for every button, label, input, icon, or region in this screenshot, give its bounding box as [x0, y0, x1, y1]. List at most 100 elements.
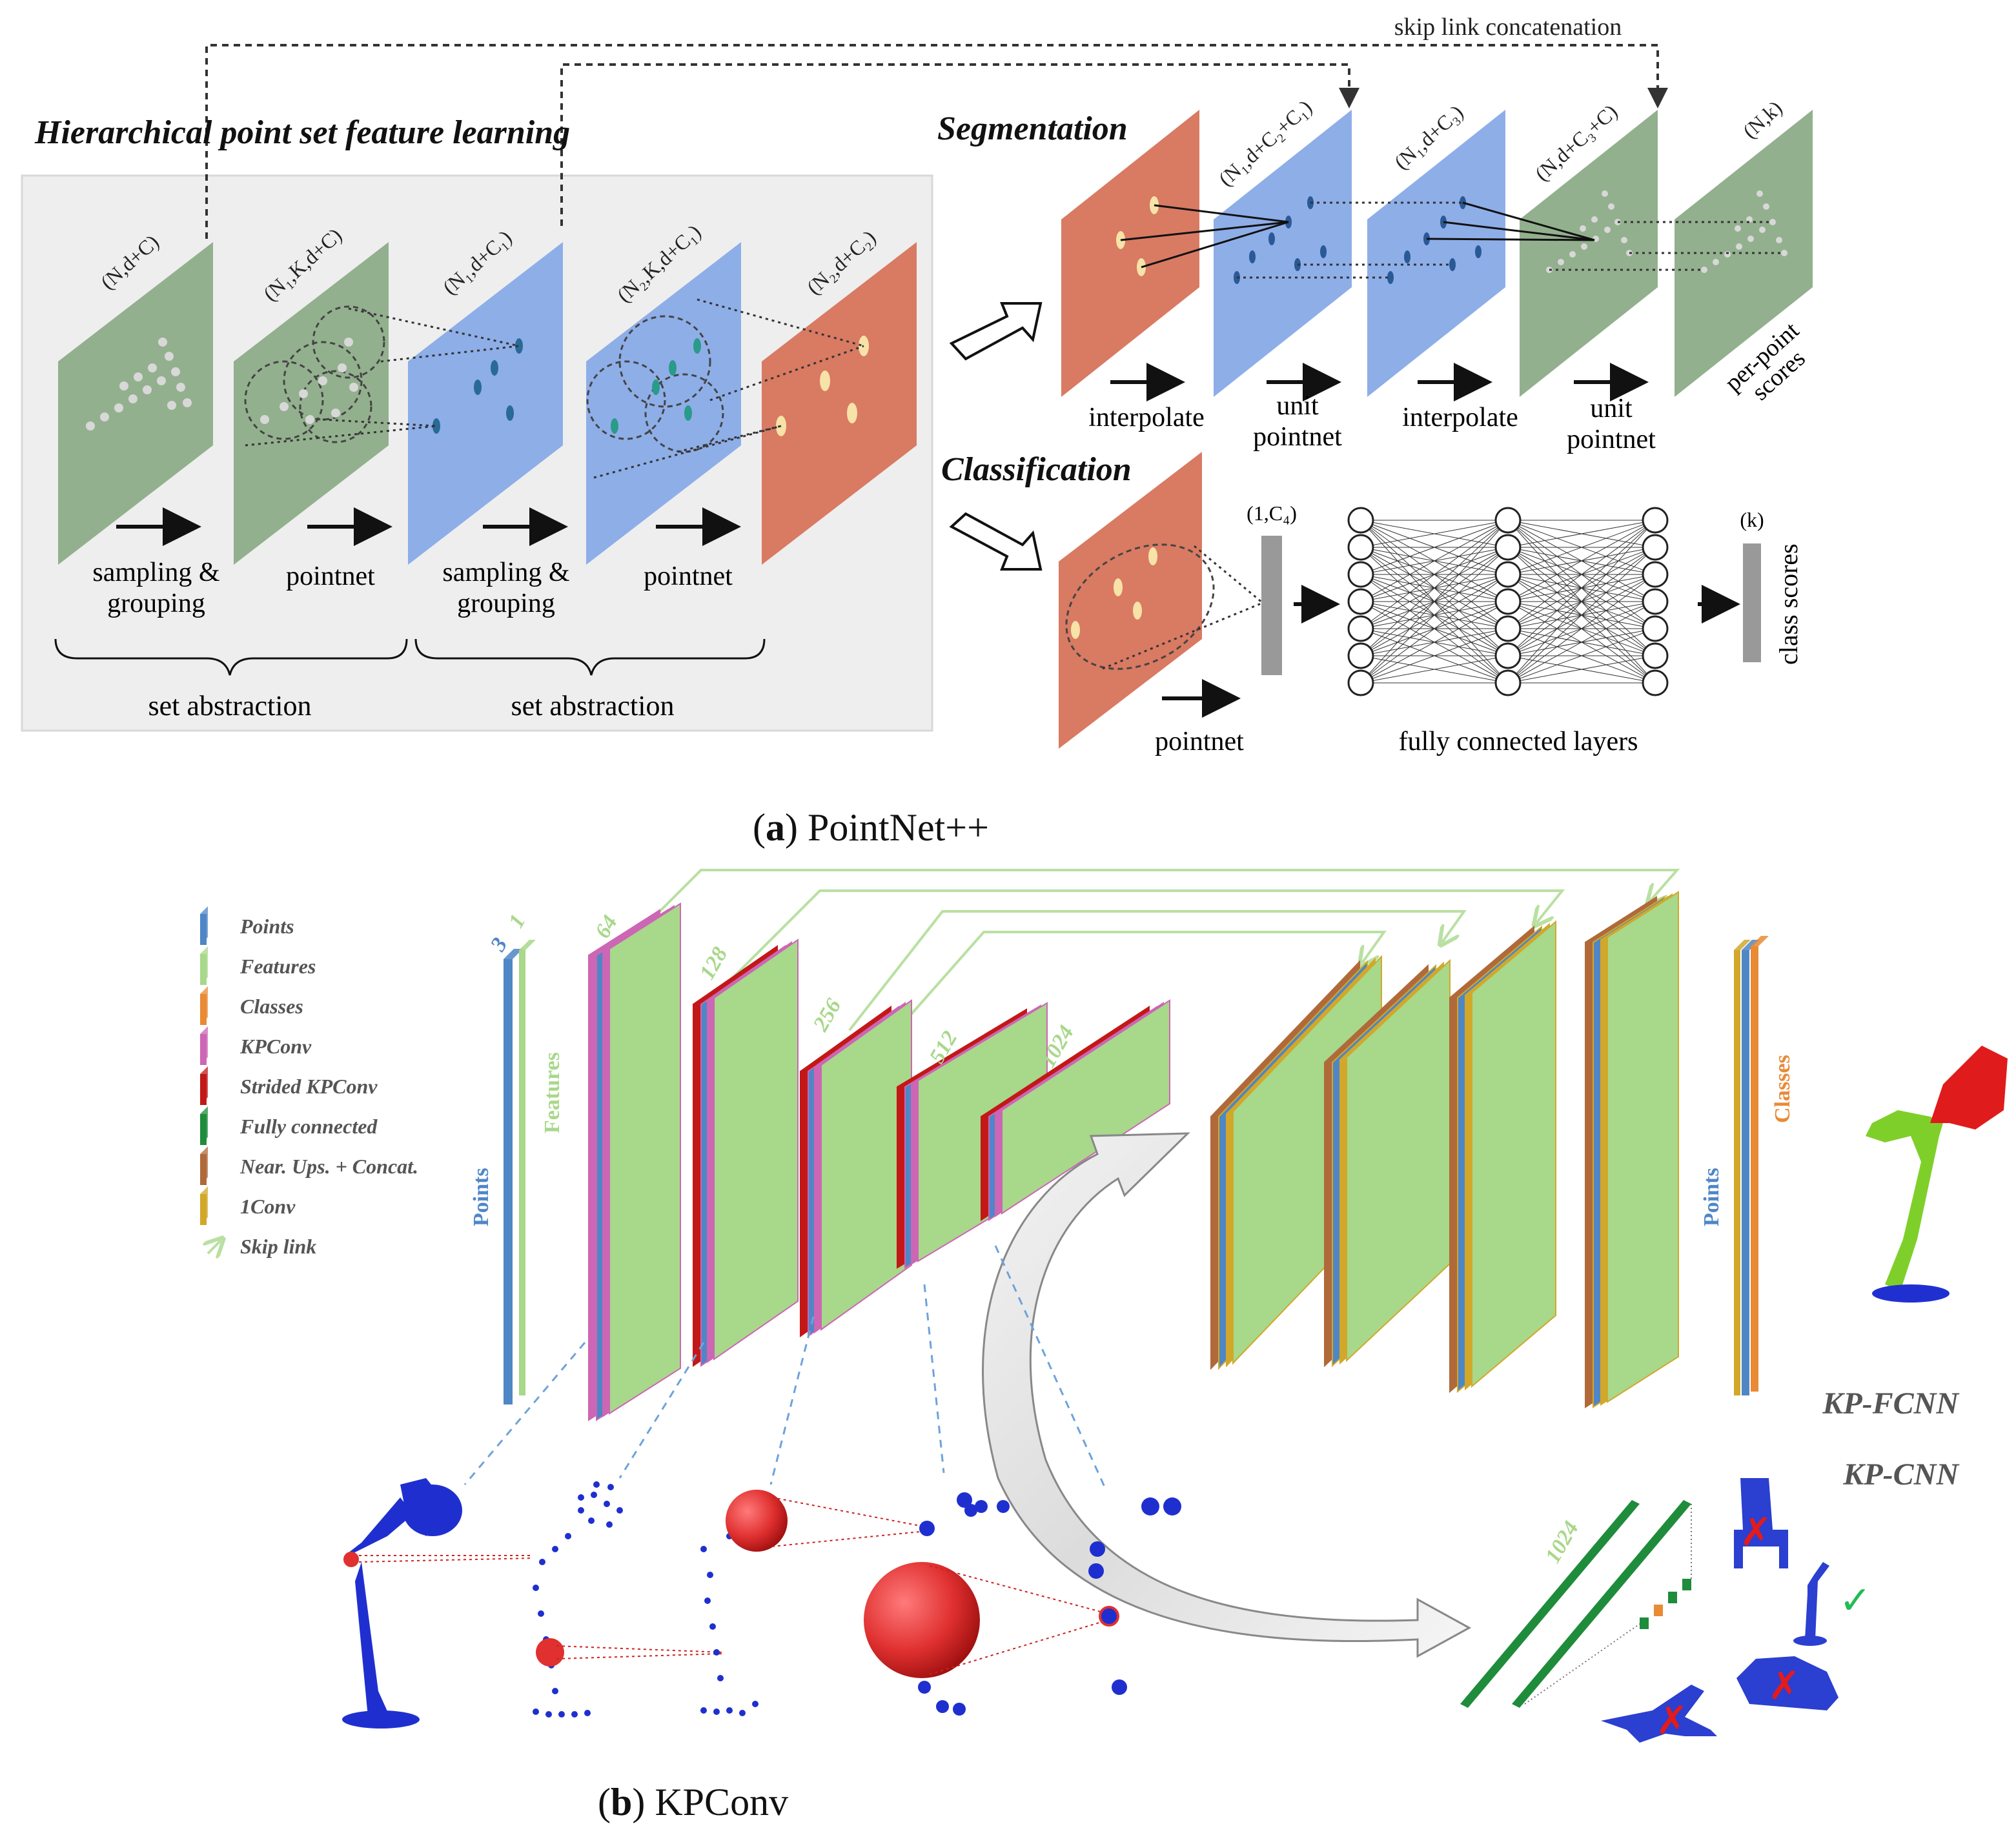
- kp-dotted-lamp-1: [358, 1555, 534, 1563]
- legend-swatch-face: [200, 954, 207, 985]
- dec-out-1conv: [1734, 950, 1740, 1395]
- kp-dim-128: 128: [695, 943, 733, 984]
- kp-points-right-label: Points: [1700, 1168, 1724, 1226]
- fc-node: [1494, 669, 1522, 696]
- kp-big-arrow: [982, 1132, 1472, 1658]
- lamp-segmented: [1866, 1046, 2008, 1303]
- plane-2-groups: [244, 305, 385, 443]
- op-interp-1: interpolate: [1088, 403, 1205, 432]
- seg-plane-5: [1675, 110, 1813, 397]
- kp-pointcloud-2: [533, 1481, 623, 1718]
- pred-car: ✗: [1736, 1656, 1838, 1710]
- fc-node: [1642, 669, 1669, 696]
- plane-4: [586, 242, 741, 565]
- enc-points-top: [504, 949, 523, 959]
- fc-node: [1494, 561, 1522, 588]
- legend-label: Fully connected: [239, 1115, 378, 1138]
- kp-features-label: Features: [540, 1052, 564, 1133]
- fc-label: fully connected layers: [1399, 727, 1638, 756]
- fc-node: [1494, 588, 1522, 615]
- kp-skip-links: [625, 869, 1680, 1031]
- legend-swatch-face: [200, 1034, 207, 1065]
- fc-edge: [1507, 520, 1656, 629]
- legend-swatch-face: [200, 1074, 207, 1105]
- plane-5: [762, 242, 917, 565]
- pointnet-panel: skip link concatenation Hierarchical poi…: [21, 14, 1813, 849]
- lamp-check-icon: ✓: [1839, 1578, 1871, 1623]
- legend-label: Features: [239, 955, 316, 978]
- fc-node: [1347, 615, 1374, 642]
- dec-out-classes-top: [1751, 936, 1769, 946]
- plane-2: [234, 242, 389, 565]
- dec-out-points: [1742, 950, 1749, 1395]
- kp-point-selected: [1099, 1606, 1119, 1627]
- kp-decoder: [1210, 891, 1769, 1408]
- legend-swatch-face: [200, 994, 207, 1025]
- cls-title: Classification: [941, 451, 1132, 488]
- dec-out-1conv-top: [1734, 940, 1751, 950]
- fc-edge: [1507, 520, 1656, 575]
- fc-edge: [1360, 520, 1509, 548]
- op-unit-2b: pointnet: [1567, 425, 1656, 454]
- cls-group-circle: [1065, 543, 1215, 670]
- fc-edge: [1360, 520, 1509, 656]
- kp-cnn-label: KP-CNN: [1842, 1457, 1960, 1492]
- kp-dotted-sphere-2: [929, 1565, 1108, 1675]
- op-sg1-a: sampling &: [92, 558, 219, 587]
- airplane-x-icon: ✗: [1656, 1698, 1688, 1743]
- fc-edge: [1360, 547, 1509, 684]
- cls-dotted: [1102, 545, 1263, 670]
- enc-64-layer-d: [609, 902, 681, 1415]
- kp-classes-label: Classes: [1771, 1055, 1795, 1123]
- legend-label: Points: [239, 915, 294, 938]
- hier-title: Hierarchical point set feature learning: [34, 114, 570, 151]
- fc-node: [1494, 507, 1522, 534]
- op-pn2: pointnet: [644, 562, 733, 591]
- fc-edge: [1507, 628, 1656, 684]
- legend-swatch-face: [200, 1154, 207, 1185]
- plane-1: [58, 242, 213, 565]
- fc-edge: [1507, 655, 1656, 684]
- seg-plane-3: [1367, 110, 1505, 397]
- chair-x-icon: ✗: [1740, 1510, 1772, 1555]
- fc-edge: [1360, 520, 1509, 684]
- pred-airplane: ✗: [1601, 1685, 1717, 1743]
- fc-node: [1494, 642, 1522, 669]
- fc-edge: [1360, 574, 1509, 684]
- seg-plane-2: [1214, 110, 1352, 397]
- legend-label: Strided KPConv: [240, 1075, 378, 1098]
- seg-plane-1: [1061, 110, 1199, 397]
- dec-3-features: [1471, 920, 1556, 1388]
- op-unit-2a: unit: [1590, 394, 1633, 423]
- enc-1024-layer-d: [1001, 999, 1170, 1215]
- op-pn1: pointnet: [286, 562, 375, 591]
- kp-dotted-sphere-1: [771, 1497, 928, 1547]
- skip-link-label: skip link concatenation: [1394, 14, 1622, 41]
- seg-interp-arrows-2: [1426, 201, 1595, 241]
- cls-vec-c4-label: (1,C₄): [1247, 502, 1297, 525]
- plane-2-points: [260, 338, 358, 424]
- set-abstraction-2: set abstraction: [511, 690, 675, 722]
- legend-label: 1Conv: [240, 1195, 296, 1218]
- dec-out-classes: [1751, 946, 1758, 1392]
- kp-sphere-2: [864, 1562, 980, 1678]
- fc-node: [1642, 642, 1669, 669]
- legend-label: Skip link: [240, 1235, 316, 1258]
- op-unit-1b: pointnet: [1253, 422, 1342, 452]
- legend-label: Near. Ups. + Concat.: [239, 1155, 418, 1178]
- seg-interp-arrows-1: [1120, 204, 1289, 269]
- fc-edge: [1360, 520, 1509, 629]
- hollow-arrow-seg: [949, 302, 1043, 361]
- plane-4-groups: [586, 315, 724, 453]
- enc-128-layer-d: [713, 938, 799, 1361]
- plane-4-5-links: [593, 298, 864, 479]
- pred-lamp: ✓: [1793, 1562, 1871, 1646]
- enc-256-layer-d: [820, 999, 912, 1331]
- legend-swatch-face: [200, 1114, 207, 1145]
- fc-edge: [1507, 520, 1656, 602]
- fc-edge: [1360, 520, 1509, 575]
- class-scores-label: class scores: [1774, 543, 1803, 665]
- cls-pointnet-label: pointnet: [1155, 727, 1244, 756]
